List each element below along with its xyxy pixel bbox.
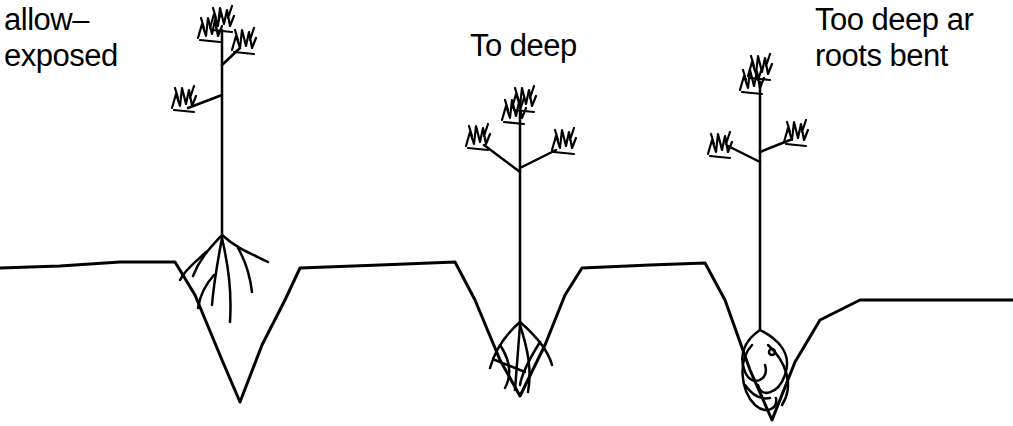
seedling-deep (484, 100, 556, 392)
caption-label: Too deep ar roots bent (815, 2, 1007, 73)
caption-label: allow– exposed (4, 2, 126, 73)
seedling-shallow (180, 30, 268, 322)
seedling-deep-bent (728, 82, 790, 410)
ground-line (0, 262, 1013, 420)
caption-label: To deep (470, 28, 577, 64)
